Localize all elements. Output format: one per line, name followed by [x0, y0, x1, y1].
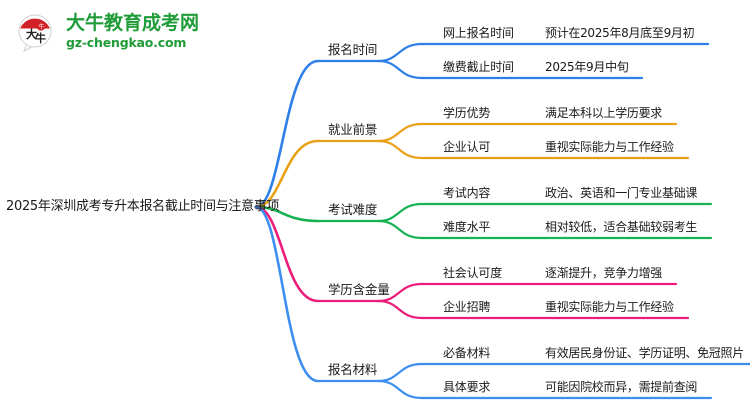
branch-node-4[interactable]: 学历含金量 [328, 282, 390, 297]
logo-domain: gz-chengkao.com [66, 35, 187, 50]
branch-node-2[interactable]: 就业前景 [328, 122, 378, 137]
sub-node-4-1[interactable]: 社会认可度 [443, 266, 503, 280]
sub-node-desc-1-2[interactable]: 2025年9月中旬 [545, 60, 629, 74]
branch-node-1[interactable]: 报名时间 [328, 42, 378, 57]
sub-node-1-1[interactable]: 网上报名时间 [443, 26, 514, 40]
logo-mark-icon: 大 牛 牛 [14, 10, 58, 54]
svg-text:牛: 牛 [39, 23, 45, 31]
branch-node-3[interactable]: 考试难度 [328, 202, 378, 217]
mindmap-edge [376, 59, 424, 80]
mindmap-edge [376, 202, 424, 223]
sub-node-desc-3-1[interactable]: 政治、英语和一门专业基础课 [545, 186, 698, 200]
svg-text:牛: 牛 [35, 31, 46, 45]
sub-node-4-2[interactable]: 企业招聘 [443, 300, 491, 314]
logo-wordmark: 大牛教育成考网 gz-chengkao.com [66, 11, 216, 51]
mindmap-edge [254, 139, 320, 209]
sub-node-2-1[interactable]: 学历优势 [443, 106, 491, 120]
sub-node-desc-2-1[interactable]: 满足本科以上学历要求 [545, 106, 663, 120]
mindmap-edge [254, 205, 320, 223]
sub-node-3-1[interactable]: 考试内容 [443, 186, 491, 200]
sub-node-1-2[interactable]: 缴费截止时间 [443, 60, 514, 74]
sub-node-desc-3-2[interactable]: 相对较低，适合基础较弱考生 [545, 220, 698, 234]
svg-text:大: 大 [26, 27, 37, 41]
sub-node-desc-4-1[interactable]: 逐渐提升，竞争力增强 [545, 266, 663, 280]
sub-node-desc-4-2[interactable]: 重视实际能力与工作经验 [545, 300, 674, 314]
sub-node-5-2[interactable]: 具体要求 [443, 380, 491, 394]
mindmap-edge [254, 205, 320, 383]
sub-node-desc-5-2[interactable]: 可能因院校而异，需提前查阅 [545, 380, 698, 394]
mindmap-edge [376, 379, 424, 400]
mindmap-edge [254, 205, 320, 303]
site-logo: 大 牛 牛 大牛教育成考网 gz-chengkao.com [14, 8, 214, 58]
sub-node-desc-5-1[interactable]: 有效居民身份证、学历证明、免冠照片 [545, 346, 744, 360]
branch-node-5[interactable]: 报名材料 [328, 362, 378, 377]
mindmap-edge [376, 139, 424, 160]
mindmap-edge [376, 299, 424, 320]
sub-node-2-2[interactable]: 企业认可 [443, 140, 491, 154]
mindmap-edge [376, 219, 424, 240]
sub-node-desc-1-1[interactable]: 预计在2025年8月底至9月初 [545, 26, 695, 40]
root-node-label[interactable]: 2025年深圳成考专升本报名截止时间与注意事项 [6, 199, 280, 214]
mindmap-edge [376, 122, 424, 143]
sub-node-5-1[interactable]: 必备材料 [443, 346, 491, 360]
logo-name: 大牛教育成考网 [66, 12, 200, 34]
sub-node-desc-2-2[interactable]: 重视实际能力与工作经验 [545, 140, 674, 154]
sub-node-3-2[interactable]: 难度水平 [443, 220, 491, 234]
mindmap-edge [376, 362, 424, 383]
mindmap-edge [254, 59, 320, 209]
mindmap-edge [376, 42, 424, 63]
